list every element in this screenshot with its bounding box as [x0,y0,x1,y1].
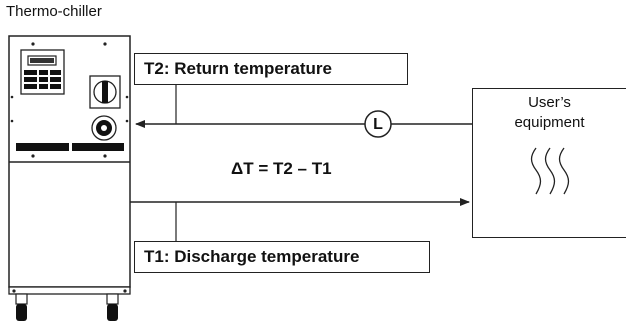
emergency-stop-button [91,115,117,141]
users-equipment-box: User’s equipment [472,88,626,238]
thermo-chiller-title: Thermo-chiller [6,3,102,20]
return-line [135,85,472,128]
equipment-label-line1: User’s [528,94,571,111]
flow-meter-label: L [373,116,383,133]
discharge-line [130,198,470,241]
casters [8,286,131,321]
power-switch [89,75,121,109]
t1-discharge-temperature-label: T1: Discharge temperature [134,241,430,273]
t2-label-text: T2: Return temperature [144,59,332,78]
heat-waves-icon [530,147,570,195]
users-equipment-label: User’s equipment [473,89,626,133]
flow-meter-circle [364,110,392,138]
equipment-label-line2: equipment [514,114,585,131]
vent-strips [16,143,124,151]
control-panel [20,49,65,95]
t2-return-temperature-label: T2: Return temperature [134,53,408,85]
delta-t-formula: ΔT = T2 – T1 [231,159,332,178]
t1-label-text: T1: Discharge temperature [144,247,360,266]
